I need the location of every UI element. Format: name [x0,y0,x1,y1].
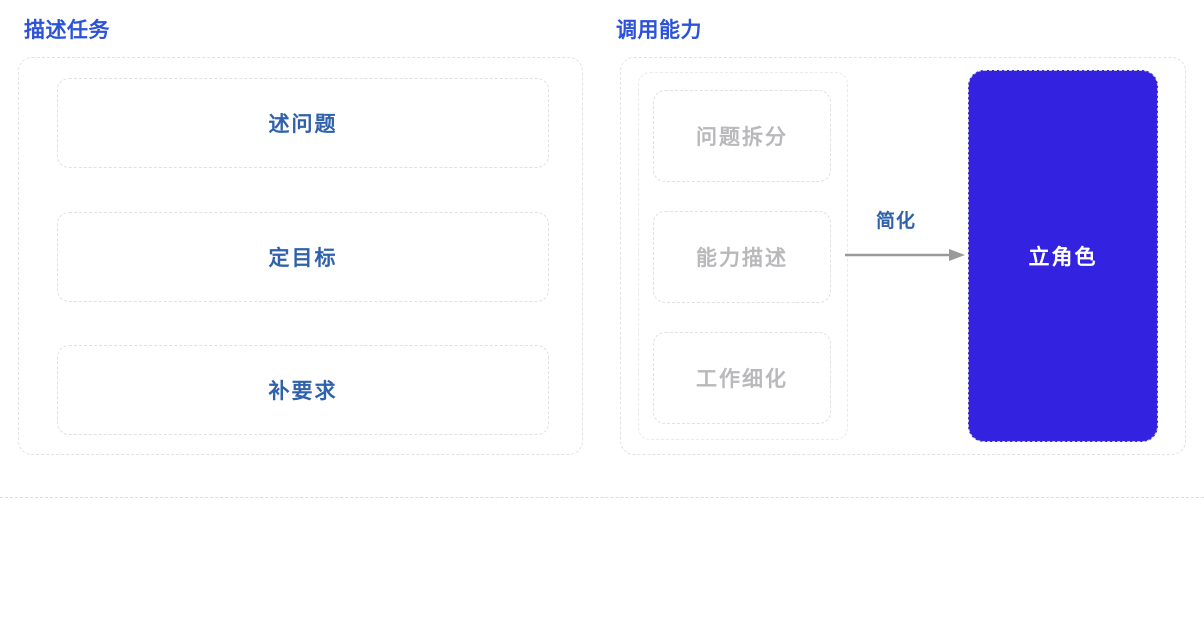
right-column-heading: 调用能力 [616,19,702,42]
arrow-right-icon [845,249,965,261]
card-define-goal[interactable]: 定目标 [57,212,549,302]
card-describe-problem[interactable]: 述问题 [57,78,549,168]
card-capability-description[interactable]: 能力描述 [653,211,831,303]
formula-row: Prompt 万能模版 = 立角色 + 述问题 + 定目标 + 补要求 [0,510,1204,630]
card-problem-decomposition[interactable]: 问题拆分 [653,90,831,182]
card-add-requirements[interactable]: 补要求 [57,345,549,435]
left-column-heading: 描述任务 [24,19,110,42]
card-establish-role[interactable]: 立角色 [968,70,1158,442]
section-divider [0,497,1204,498]
simplify-arrow-label: 简化 [876,211,917,232]
card-work-refinement[interactable]: 工作细化 [653,332,831,424]
